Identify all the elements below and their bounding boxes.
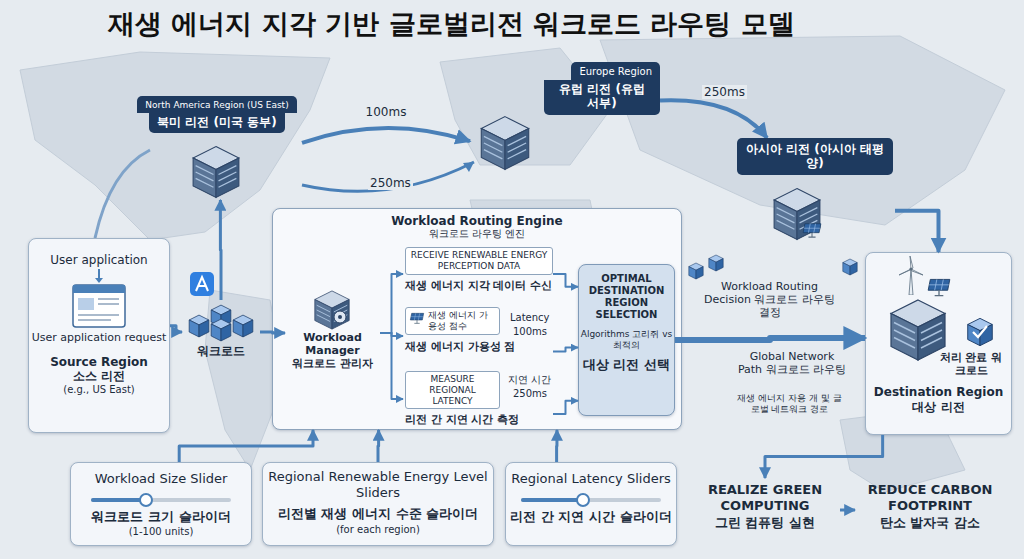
browser-icon (67, 269, 131, 331)
connector-arrow (553, 348, 578, 352)
node-text: 워크로드 (197, 344, 245, 358)
routing-engine: Workload Routing Engine워크로드 라우팅 엔진 Worklo… (272, 208, 682, 430)
source-arc (95, 150, 150, 238)
node-text: Europe Region (571, 62, 660, 80)
note-label: 100ms (511, 326, 549, 338)
slider-box: Regional Renewable Energy Level Sliders 리… (262, 462, 494, 546)
connector-arrow (660, 100, 767, 138)
node-text: REDUCE CARBON FOOTPRINT (855, 482, 1005, 513)
note-label: 재생 에너지 자용 개 및 글로벌 네트워크 경로 (735, 393, 844, 415)
node-text: 재생 에너지 가용성 점 (405, 340, 516, 353)
connector-arrow (219, 200, 223, 300)
continents (20, 36, 1005, 492)
region-node: Europe Region유럽 리전 (유럽 서부) (470, 62, 660, 172)
node-text: 아시아 리전 (아시아 태평양) (737, 138, 893, 175)
latency-arc (302, 162, 474, 191)
node-text: OPTIMAL DESTINATION REGION SELECTION (579, 273, 674, 321)
node-text: Regional Renewable Energy Level Sliders (263, 469, 493, 500)
connector-arrow (765, 435, 883, 478)
node-text: 리전 간 지연 시간 슬라이더 (510, 509, 671, 525)
note-label: 지연 시간 (506, 374, 553, 386)
node-text: 유럽 리전 (유럽 서부) (544, 80, 660, 115)
slider (91, 493, 231, 507)
node-text: REALIZE GREEN COMPUTING (690, 482, 840, 513)
note-label: Global Network Path 워크로드 라우팅 (734, 350, 850, 376)
solar-icon (409, 311, 425, 325)
source-region-box: User applicationUser application request… (28, 238, 170, 433)
note-label: Latency (508, 312, 552, 324)
connector-arrow (555, 430, 558, 462)
server-icon (190, 144, 242, 200)
slider-box: Workload Size Slider 워크로드 크기 슬라이더(1-100 u… (70, 462, 252, 546)
node-text: Workload Routing Engine (391, 214, 563, 228)
connector-arrow (675, 338, 865, 340)
connector-arrow (553, 274, 578, 287)
node-text: User application (50, 253, 147, 267)
connector-arrow (380, 333, 403, 399)
node-text: North America Region (US East) (137, 96, 296, 113)
destination-region-box: 처리 완료 워크로드 Destination Region 대상 리전 (865, 252, 1012, 435)
node-text: 탄소 발자국 감소 (880, 515, 980, 531)
region-node: North America Region (US East)북미 리전 (미국 … (132, 96, 302, 200)
node-text: 워크로드 크기 슬라이더 (91, 509, 230, 525)
node-text: 리전별 재생 에너지 수준 슬라이더 (278, 506, 478, 522)
connector-arrow (302, 128, 470, 143)
edge-label: 250ms (702, 85, 747, 99)
node-text: 리전 간 지연 시간 측정 (405, 413, 519, 426)
connector-arrow (380, 274, 403, 333)
selection-box: OPTIMAL DESTINATION REGION SELECTION Algo… (578, 264, 675, 416)
node-text: 워크로드 라우팅 엔진 (429, 228, 525, 240)
outcome-text: REALIZE GREEN COMPUTING 그린 컴퓨팅 실현 (690, 478, 840, 542)
node-text: MEASURE REGIONAL LATENCY (405, 371, 500, 409)
node-text: Algorithms 고리쥐 vs 최적의 (579, 329, 674, 351)
app-store-icon (190, 272, 214, 296)
connector-arrow (553, 401, 578, 414)
node-text: 소스 리전 (73, 369, 125, 383)
node-text: 처리 완료 워크로드 (935, 351, 1007, 377)
workload-manager: Workload Manager워크로드 관리자 (285, 287, 380, 379)
node-text: Regional Latency Sliders (511, 471, 671, 487)
server-icon (478, 114, 532, 172)
node-text: Destination Region 대상 리전 (866, 385, 1011, 414)
slider (521, 493, 661, 507)
server-icon (771, 186, 823, 242)
outcome-text: REDUCE CARBON FOOTPRINT 탄소 발자국 감소 (855, 478, 1005, 542)
connector-arrow (260, 332, 285, 333)
node-text: (e.g., US East) (63, 384, 134, 396)
destination-icons (874, 255, 1006, 367)
diagram-title: 재생 에너지 지각 기반 글로벌리전 워크로드 라우팅 모델 (108, 8, 795, 40)
node-text: RECEIVE RENEWABLE ENERGY PERCEPTION DATA (405, 247, 553, 275)
region-node: 아시아 리전 (아시아 태평양) (735, 138, 895, 242)
note-label: 250ms (511, 388, 549, 400)
workload-group: 워크로드 (182, 300, 260, 364)
node-text: 재생 에너지 지각 데이터 수신 (405, 279, 552, 292)
node-text: Workload Size Slider (95, 471, 228, 487)
node-text: 대상 리전 선택 (583, 357, 670, 373)
connector-arrow (179, 430, 313, 462)
node-text: Source Region (50, 355, 148, 369)
server-icon (312, 289, 352, 331)
arrow-head (463, 162, 474, 172)
connector-arrow (840, 509, 855, 512)
node-text: 재생 에너지 가용성 점수 (405, 307, 500, 335)
node-text: (for each region) (336, 524, 420, 536)
node-text: 그린 컴퓨팅 실현 (715, 515, 815, 531)
node-text: (1-100 units) (129, 526, 194, 538)
node-text: 워크로드 관리자 (292, 357, 373, 370)
connector-arrow (377, 430, 381, 462)
workload-cubes (186, 300, 256, 342)
note-label: 250ms (368, 176, 413, 190)
note-label: Workload Routing Decision 워크로드 라우팅 결정 (700, 280, 839, 320)
connector-arrow (895, 211, 939, 252)
process-step: RECEIVE RENEWABLE ENERGY PERCEPTION DATA… (403, 245, 553, 303)
node-text: 북미 리전 (미국 동부) (149, 113, 285, 133)
edge-label: 100ms (364, 105, 409, 119)
node-text: Workload Manager (285, 331, 380, 357)
slider-box: Regional Latency Sliders 리전 간 지연 시간 슬라이더 (505, 462, 677, 546)
node-text: User application request (32, 331, 167, 344)
connector-arrow (170, 326, 182, 332)
workload-cubes (689, 255, 857, 279)
